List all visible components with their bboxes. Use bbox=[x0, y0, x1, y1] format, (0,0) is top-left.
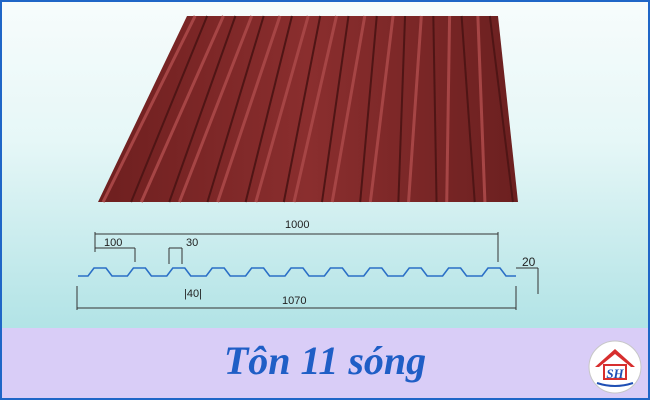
rib-shadow bbox=[460, 15, 476, 203]
rib-highlight bbox=[292, 15, 338, 203]
rib-highlight bbox=[178, 15, 254, 203]
roof-sheet bbox=[98, 16, 518, 202]
rib-highlight bbox=[330, 15, 367, 203]
caption-band: Tôn 11 sóng bbox=[2, 328, 648, 398]
rib-highlight bbox=[254, 15, 310, 203]
rib-highlight bbox=[476, 15, 487, 203]
roof-sheet-illustration bbox=[76, 15, 539, 310]
rib-shadow bbox=[321, 15, 350, 203]
rib-shadow bbox=[397, 15, 407, 203]
sheet-ribs bbox=[101, 15, 514, 203]
dimension-total-cover: 1000 bbox=[285, 219, 310, 231]
dimension-pitch: 100 bbox=[104, 237, 123, 249]
rib-shadow bbox=[244, 15, 293, 203]
dimension-height: 20 bbox=[522, 255, 536, 269]
dimension-rib-top: 30 bbox=[186, 237, 199, 249]
dimension-total-width: 1070 bbox=[282, 295, 307, 307]
rib-highlight bbox=[101, 15, 197, 203]
house-logo-icon: SH bbox=[587, 339, 643, 395]
rib-highlight bbox=[407, 15, 423, 203]
rib-highlight bbox=[368, 15, 395, 203]
rib-shadow bbox=[488, 15, 514, 203]
svg-text:SH: SH bbox=[606, 366, 624, 381]
rib-highlight bbox=[445, 15, 452, 203]
rib-highlight bbox=[139, 15, 225, 203]
sheet-profile-line bbox=[78, 267, 516, 277]
rib-shadow bbox=[206, 15, 265, 203]
rib-shadow bbox=[168, 15, 237, 203]
rib-shadow bbox=[359, 15, 378, 203]
sheet-area: 1000 100 30 |40| 20 1070 bbox=[2, 2, 648, 332]
dimension-lines bbox=[76, 232, 539, 310]
rib-highlight bbox=[216, 15, 282, 203]
dimension-rib-bottom: |40| bbox=[184, 288, 202, 300]
dimension-rib-bottom-value: 40 bbox=[186, 288, 200, 300]
rib-shadow bbox=[432, 15, 438, 203]
rib-shadow bbox=[130, 15, 209, 203]
rib-shadow bbox=[282, 15, 322, 203]
product-caption: Tôn 11 sóng bbox=[223, 338, 427, 383]
